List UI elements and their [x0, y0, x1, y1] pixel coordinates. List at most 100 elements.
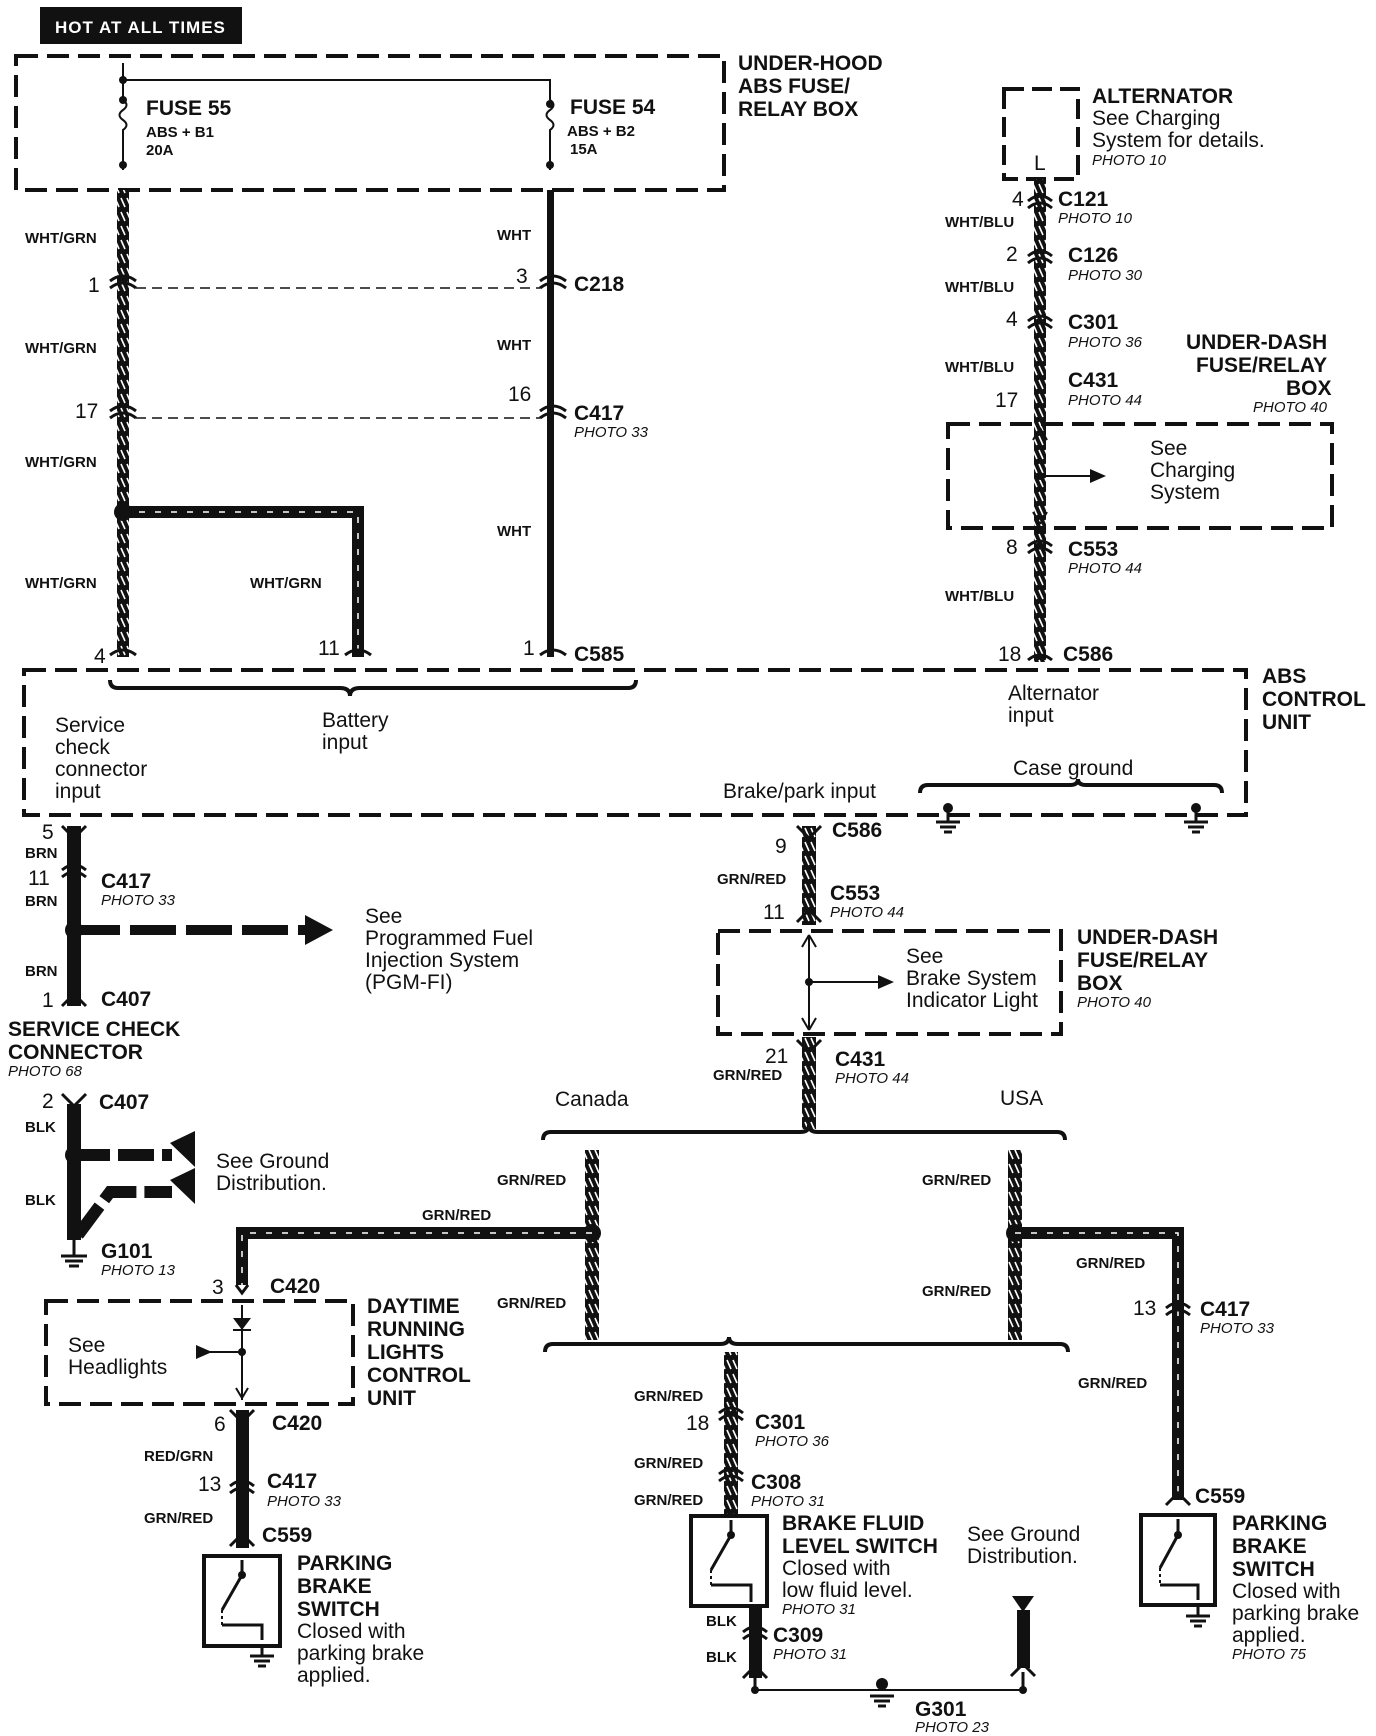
- pin-11-c553: 11: [763, 901, 785, 924]
- under-hood-box-label-3: RELAY BOX: [738, 98, 858, 121]
- pin-1-c407: 1: [42, 989, 54, 1012]
- see-ground-b2: Distribution.: [967, 1545, 1078, 1568]
- fluid-switch-title-2: LEVEL SWITCH: [782, 1535, 938, 1558]
- underdash-top-l1: UNDER-DASH: [1186, 331, 1327, 354]
- wire-label-gr11: GRN/RED: [634, 1388, 703, 1405]
- c431-mid-label: C431: [835, 1048, 886, 1071]
- wire-label-blk3: BLK: [706, 1613, 737, 1630]
- grn-red-wire-center: [802, 826, 816, 1129]
- grn-red-to-right-switch: [1015, 1227, 1184, 1500]
- c417-left-photo: PHOTO 33: [101, 892, 176, 909]
- pin-9-c586: 9: [775, 835, 787, 858]
- drl-title-1: DAYTIME: [367, 1295, 460, 1318]
- ground-ref-1: See Ground: [216, 1150, 329, 1173]
- alternator-photo: PHOTO 10: [1092, 152, 1167, 169]
- c553-mid-photo: PHOTO 44: [830, 904, 904, 921]
- pin-6-c420: 6: [214, 1413, 226, 1436]
- pin-1b: 1: [523, 637, 535, 660]
- left-pb-note-2: parking brake: [297, 1642, 424, 1665]
- g101-photo: PHOTO 13: [101, 1262, 176, 1279]
- brake-fluid-level-switch[interactable]: [689, 1514, 769, 1608]
- left-pb-note-1: Closed with: [297, 1620, 406, 1643]
- blk-wire: [67, 1104, 81, 1240]
- pgm-ref-1: See: [365, 905, 402, 928]
- wire-label-gr13: GRN/RED: [634, 1492, 703, 1509]
- wire-label-rg: RED/GRN: [144, 1448, 213, 1465]
- c126-label: C126: [1068, 244, 1118, 267]
- left-parking-brake-switch[interactable]: [202, 1554, 282, 1648]
- wire-label-7: WHT: [497, 337, 531, 354]
- wire-label-gr12: GRN/RED: [634, 1455, 703, 1472]
- drl-title-2: RUNNING: [367, 1318, 465, 1341]
- underdash-mid-l2: FUSE/RELAY: [1077, 949, 1208, 972]
- wire-label-gr9: GRN/RED: [1078, 1375, 1147, 1392]
- see-charging-1: See: [1150, 437, 1187, 460]
- brake-indicator-box: [716, 929, 1063, 1036]
- left-pb-title-1: PARKING: [297, 1552, 392, 1575]
- wire-label-gr4: GRN/RED: [497, 1295, 566, 1312]
- wht-wire: [547, 190, 554, 657]
- wire-label-gr5: GRN/RED: [922, 1172, 991, 1189]
- wht-grn-wire: [117, 190, 129, 657]
- pin-4-c121: 4: [1012, 188, 1024, 211]
- alternator-note-1: See Charging: [1092, 107, 1220, 130]
- wire-label-wb3: WHT/BLU: [945, 359, 1014, 376]
- see-headlights-2: Headlights: [68, 1356, 167, 1379]
- fuse-54-symbol: [545, 99, 555, 170]
- pin-2-c126: 2: [1006, 243, 1018, 266]
- blk-wire-bottom: [749, 1606, 762, 1678]
- g301-ground-symbol: [870, 1678, 894, 1708]
- charging-system-box: [946, 422, 1334, 530]
- wire-label-brn3: BRN: [25, 963, 58, 980]
- c431-top-photo: PHOTO 44: [1068, 392, 1142, 409]
- underdash-mid-l1: UNDER-DASH: [1077, 926, 1218, 949]
- service-input-2: check: [55, 736, 110, 759]
- right-pb-note-2: parking brake: [1232, 1602, 1359, 1625]
- wire-label-blk2: BLK: [25, 1192, 56, 1209]
- canada-label: Canada: [555, 1088, 629, 1111]
- see-brake-3: Indicator Light: [906, 989, 1038, 1012]
- g301-photo: PHOTO 23: [915, 1719, 990, 1736]
- underdash-top-l3: BOX: [1286, 377, 1332, 400]
- c407-top-label: C407: [101, 988, 151, 1011]
- wire-label-blk1: BLK: [25, 1119, 56, 1136]
- pin-1: 1: [88, 274, 100, 297]
- c417-right-photo: PHOTO 33: [1200, 1320, 1275, 1337]
- c301-bottom-photo: PHOTO 36: [755, 1433, 830, 1450]
- c309-label: C309: [773, 1624, 823, 1647]
- see-brake-2: Brake System: [906, 967, 1037, 990]
- c417-top-label: C417: [574, 402, 624, 425]
- wire-label-4: WHT/GRN: [25, 575, 97, 592]
- brn-wire: [67, 826, 81, 1006]
- right-pb-title-2: BRAKE: [1232, 1535, 1307, 1558]
- fuse-54-desc: ABS + B2: [567, 123, 635, 140]
- c586-top-label: C586: [1063, 643, 1113, 666]
- wire-label-gr2: GRN/RED: [713, 1067, 782, 1084]
- c431-top-label: C431: [1068, 369, 1119, 392]
- alternator-title: ALTERNATOR: [1092, 85, 1233, 108]
- right-parking-brake-switch[interactable]: [1139, 1513, 1217, 1607]
- c420-bottom-label: C420: [272, 1412, 322, 1435]
- see-charging-3: System: [1150, 481, 1220, 504]
- pin-2-c407: 2: [42, 1090, 54, 1113]
- pin-11: 11: [318, 637, 340, 660]
- grn-red-to-fluid-switch: [724, 1352, 738, 1516]
- see-ground-b1: See Ground: [967, 1523, 1080, 1546]
- c121-photo: PHOTO 10: [1058, 210, 1133, 227]
- pin-11-c417: 11: [28, 867, 50, 890]
- brake-park-input: Brake/park input: [723, 780, 876, 803]
- pgm-ref-2: Programmed Fuel: [365, 927, 533, 950]
- case-ground-label: Case ground: [1013, 757, 1133, 780]
- pin-16: 16: [508, 383, 531, 406]
- case-ground-symbol-1: [936, 803, 960, 834]
- pgm-ref-4: (PGM-FI): [365, 971, 452, 994]
- service-check-photo: PHOTO 68: [8, 1063, 83, 1080]
- wire-label-blk4: BLK: [706, 1649, 737, 1666]
- service-input-1: Service: [55, 714, 125, 737]
- pgm-fi-arrow: [305, 915, 333, 945]
- wire-label-gr7: GRN/RED: [422, 1207, 491, 1224]
- wire-label-brn2: BRN: [25, 893, 58, 910]
- c586-bottom-label: C586: [832, 819, 882, 842]
